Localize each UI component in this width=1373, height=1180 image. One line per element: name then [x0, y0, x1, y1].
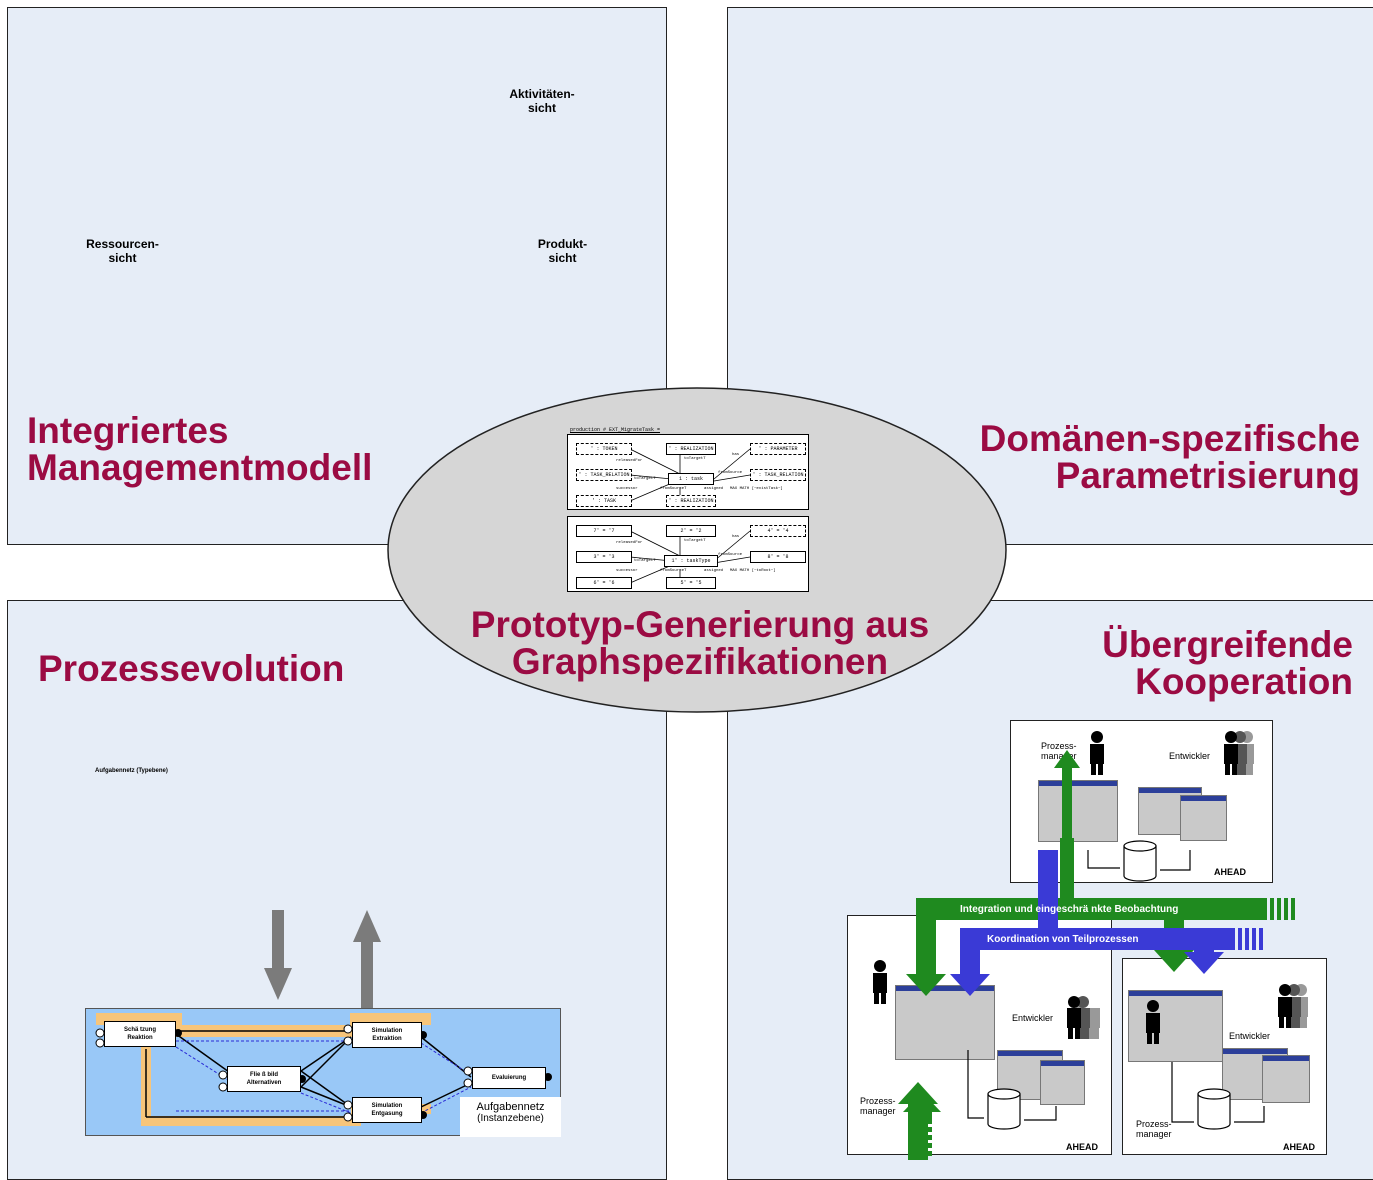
spec-edge-from-source-t: fromSourceT [660, 487, 687, 491]
spec-edge-from-source-2: fromSource [718, 553, 743, 557]
spec-node-task-relation-right: ' : TASK_RELATION [750, 469, 806, 481]
spec-edge-has-2: has [732, 535, 740, 539]
spec-node-realization-top: ' : REALIZATION [666, 443, 716, 455]
node-schaetzung-reaktion: Schä tzung Reaktion [104, 1021, 176, 1047]
developer-label-left: Entwickler [1012, 1013, 1054, 1023]
developer-label-right: Entwickler [1229, 1031, 1271, 1041]
spec-edge-successor-2: successor [616, 569, 638, 573]
spec-node-task-type: 1' : taskType [664, 555, 718, 567]
node-simulation-entgasung: Simulation Entgasung [352, 1097, 422, 1123]
spec-edge-released-for-2: releasedFor [616, 541, 643, 545]
title-domain-parametrization: Domänen-spezifische Parametrisierung [979, 418, 1360, 496]
spec-edge-from-source-t-2: fromSourceT [660, 569, 687, 573]
spec-node-realization-bottom: ' : REALIZATION [666, 495, 716, 507]
spec-node-7: 7' = '7 [576, 525, 632, 537]
type-level-net-label: Aufgabennetz (Typebene) [95, 768, 168, 774]
ahead-label-left: AHEAD [1066, 1142, 1099, 1152]
spec-condition-lower: MAX MATH [~toRoot~] [730, 569, 776, 573]
spec-edge-has: has [732, 453, 740, 457]
instance-task-net: Schä tzung Reaktion Flie ß bild Alternat… [85, 1008, 561, 1137]
spec-edge-from-source: fromSource [718, 471, 743, 475]
spec-edge-to-target-left-2: toTargetT [634, 559, 656, 563]
tool-screenshot-manager-right [1128, 990, 1223, 1062]
spec-node-parameter: ' : PARAMETER [750, 443, 806, 455]
spec-node-task-main: 1 : task [668, 473, 714, 485]
graph-spec-upper: ' : TOKEN ' : TASK_RELATION ' : TASK ' :… [567, 434, 809, 510]
title-prototype-generation: Prototyp-Generierung aus Graphspezifikat… [470, 604, 930, 682]
activity-view-label: Aktivitäten- sicht [509, 87, 575, 115]
person-group-developers-top-icon [1224, 731, 1254, 775]
spec-node-4: 4' = '4 [750, 525, 806, 537]
ahead-label-right: AHEAD [1283, 1142, 1316, 1152]
person-group-developers-right-icon [1278, 984, 1308, 1028]
title-cross-cooperation: Übergreifende Kooperation [1102, 624, 1353, 702]
spec-node-8: 8' = '8 [750, 551, 806, 563]
integration-band-label: Integration und eingeschrä nkte Beobacht… [960, 904, 1179, 915]
spec-condition-upper: MAX MATH [~existTask~] [730, 487, 783, 491]
developer-label-top: Entwickler [1169, 751, 1211, 761]
spec-edge-to-target-top-2: toTargetT [684, 539, 706, 543]
spec-node-6: 6' = '6 [576, 577, 632, 589]
spec-edge-assigned-2: assigned [704, 569, 724, 573]
spec-edge-to-target-left: toTargetT [634, 477, 656, 481]
spec-edge-assigned: assigned [704, 487, 724, 491]
left-panel-up-arrow [903, 1092, 941, 1156]
tool-screenshot-dev-right-2 [1262, 1055, 1310, 1103]
tool-screenshot-dev-left-2 [1040, 1060, 1085, 1105]
cooperation-graphics [873, 731, 1308, 1160]
arrow-down-shaft [272, 910, 284, 972]
evolution-arrows [264, 910, 381, 1008]
ahead-label-top: AHEAD [1214, 867, 1247, 877]
database-right-icon [1197, 1088, 1231, 1130]
title-process-evolution: Prozessevolution [38, 648, 345, 689]
spec-node-5: 5' = '5 [666, 577, 716, 589]
process-manager-label-right: Prozess- manager [1136, 1119, 1172, 1139]
tool-screenshot-manager-left [895, 985, 995, 1060]
person-manager-right-icon [1146, 1000, 1160, 1044]
node-simulation-extraktion: Simulation Extraktion [352, 1022, 422, 1048]
spec-node-token: ' : TOKEN [576, 443, 632, 455]
production-header: production # EXT_MigrateTask = [570, 427, 661, 433]
process-manager-label-top: Prozess- manager [1041, 741, 1077, 761]
node-evaluierung: Evaluierung [472, 1067, 546, 1089]
spec-node-task: ' : TASK [576, 495, 632, 507]
tool-screenshot-manager-top [1038, 780, 1118, 842]
tool-screenshot-dev-top-2 [1180, 795, 1227, 841]
spec-edge-successor: successor [616, 487, 638, 491]
arrow-up-head [353, 910, 381, 942]
person-manager-left-icon [873, 960, 887, 1004]
instance-level-label: Aufgabennetz (Instanzebene) [460, 1097, 561, 1137]
database-top-icon [1123, 840, 1157, 882]
arrow-down-head [264, 968, 292, 1000]
title-integrated-management-model: Integriertes Managementmodell [27, 410, 373, 488]
spec-node-3: 3' = '3 [576, 551, 632, 563]
spec-node-2: 2' = '2 [666, 525, 716, 537]
graph-spec-lower: 7' = '7 3' = '3 6' = '6 2' = '2 1' : tas… [567, 516, 809, 592]
spec-edge-to-target-top: toTargetT [684, 457, 706, 461]
resource-view-label: Ressourcen- sicht [86, 237, 159, 265]
database-left-icon [987, 1088, 1021, 1130]
process-manager-label-left: Prozess- manager [860, 1096, 896, 1116]
integration-band [898, 750, 1295, 1160]
spec-node-task-relation: ' : TASK_RELATION [576, 469, 632, 481]
node-fliessbild-alternativen: Flie ß bild Alternativen [227, 1066, 301, 1092]
person-manager-top-icon [1090, 731, 1104, 775]
spec-edge-released-for: releasedFor [616, 459, 643, 463]
coordination-band-label: Koordination von Teilprozessen [987, 934, 1139, 945]
arrow-up-shaft [361, 940, 373, 1008]
person-group-developers-left-icon [1067, 996, 1100, 1039]
product-view-label: Produkt- sicht [537, 237, 588, 265]
coordination-band [950, 850, 1263, 996]
